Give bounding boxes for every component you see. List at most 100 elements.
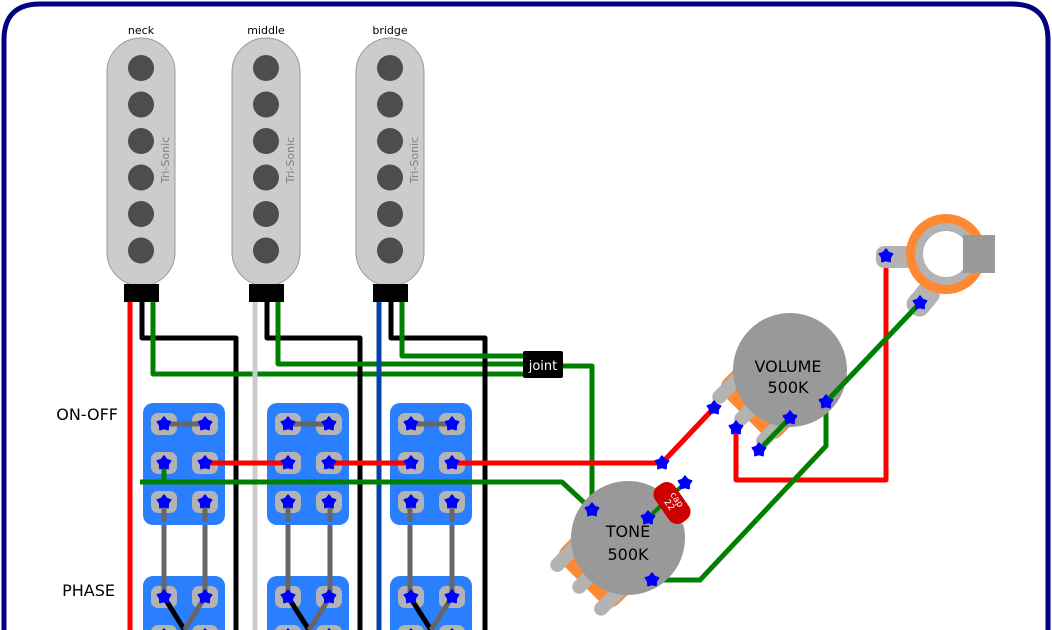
solder-point xyxy=(403,455,419,470)
wire-middle-green xyxy=(275,300,528,367)
pickup-label: bridge xyxy=(372,24,408,37)
pole-piece xyxy=(128,128,154,154)
pole-piece xyxy=(377,128,403,154)
solder-point xyxy=(444,416,460,431)
switch-lug xyxy=(275,625,301,630)
pickup-connector xyxy=(249,284,284,302)
solder-point xyxy=(280,416,296,431)
pole-piece xyxy=(253,164,279,191)
pole-piece xyxy=(377,164,403,191)
solder-point xyxy=(280,494,296,509)
solder-point xyxy=(751,442,767,457)
pole-piece xyxy=(128,237,154,264)
solder-point xyxy=(197,455,213,470)
volume-pot: VOLUME 500K xyxy=(712,313,847,448)
wire-bridge-green xyxy=(399,300,528,359)
pickup-connector xyxy=(373,284,408,302)
switch-lug xyxy=(192,625,218,630)
pole-piece xyxy=(253,237,279,264)
solder-point xyxy=(197,416,213,431)
pickup-connector xyxy=(124,284,159,302)
switch-lug xyxy=(398,625,424,630)
solder-point xyxy=(197,494,213,509)
wire-volume-red-to-jack xyxy=(733,256,889,483)
solder-point xyxy=(654,455,670,470)
solder-point xyxy=(444,494,460,509)
pickup-label: middle xyxy=(247,24,285,37)
pole-piece xyxy=(253,55,279,81)
wires-top xyxy=(660,301,922,465)
solder-point xyxy=(321,494,337,509)
pole-piece xyxy=(253,91,279,118)
solder-point xyxy=(403,416,419,431)
pole-piece xyxy=(253,201,279,227)
joint-label: joint xyxy=(528,359,558,374)
pole-piece xyxy=(253,128,279,154)
wires xyxy=(127,256,922,630)
phase-label: PHASE xyxy=(62,581,115,600)
on-off-label: ON-OFF xyxy=(56,405,118,424)
solder-point xyxy=(280,589,296,604)
switch-lug xyxy=(151,625,177,630)
joint-block: joint xyxy=(523,351,563,378)
wire-tone-volume-top xyxy=(660,406,716,465)
tone-pot: TONE 500K cap 22 nf xyxy=(550,481,692,616)
pole-piece xyxy=(377,91,403,118)
solder-point xyxy=(156,589,172,604)
switch-lug xyxy=(316,625,342,630)
solder-points-top xyxy=(584,248,928,587)
output-jack xyxy=(876,214,995,317)
switches xyxy=(140,403,480,630)
pole-piece xyxy=(377,55,403,81)
solder-point xyxy=(584,502,600,517)
solder-point xyxy=(706,400,722,415)
solder-point xyxy=(280,455,296,470)
solder-point xyxy=(321,589,337,604)
solder-point xyxy=(444,455,460,470)
switch-lug xyxy=(439,625,465,630)
pole-piece xyxy=(128,55,154,81)
wire-joint-to-tone xyxy=(560,363,595,510)
solder-point xyxy=(878,248,894,263)
pickup-model: Tri-Sonic xyxy=(159,137,172,184)
solder-point xyxy=(156,455,172,470)
pickup-model: Tri-Sonic xyxy=(284,137,297,184)
solder-point xyxy=(321,455,337,470)
solder-point xyxy=(403,589,419,604)
volume-label: VOLUME xyxy=(755,357,822,376)
tone-label: TONE xyxy=(605,522,650,541)
solder-point xyxy=(912,295,928,310)
pole-piece xyxy=(377,201,403,227)
wire-volume-green-to-tone xyxy=(652,402,829,583)
solder-point xyxy=(818,394,834,409)
solder-points xyxy=(156,416,460,630)
wire-volume-jack-top xyxy=(824,301,922,404)
solder-point xyxy=(728,420,744,435)
solder-point xyxy=(403,494,419,509)
solder-point xyxy=(644,572,660,587)
pole-piece xyxy=(128,201,154,227)
pole-piece xyxy=(377,237,403,264)
wire-switch-red-3 xyxy=(452,406,716,466)
pickup-model: Tri-Sonic xyxy=(408,137,421,184)
solder-point xyxy=(156,416,172,431)
tone-value: 500K xyxy=(607,545,649,564)
wire-neck-green xyxy=(150,300,528,377)
solder-point xyxy=(677,475,693,490)
solder-point xyxy=(782,410,798,425)
volume-value: 500K xyxy=(767,378,809,397)
solder-point xyxy=(321,416,337,431)
solder-point xyxy=(197,589,213,604)
pickup-label: neck xyxy=(128,24,155,37)
pole-piece xyxy=(128,91,154,118)
solder-point xyxy=(156,494,172,509)
wire-volume-inner-top xyxy=(757,416,792,452)
capacitor: cap 22 xyxy=(653,482,691,524)
pole-piece xyxy=(128,164,154,191)
solder-point xyxy=(444,589,460,604)
